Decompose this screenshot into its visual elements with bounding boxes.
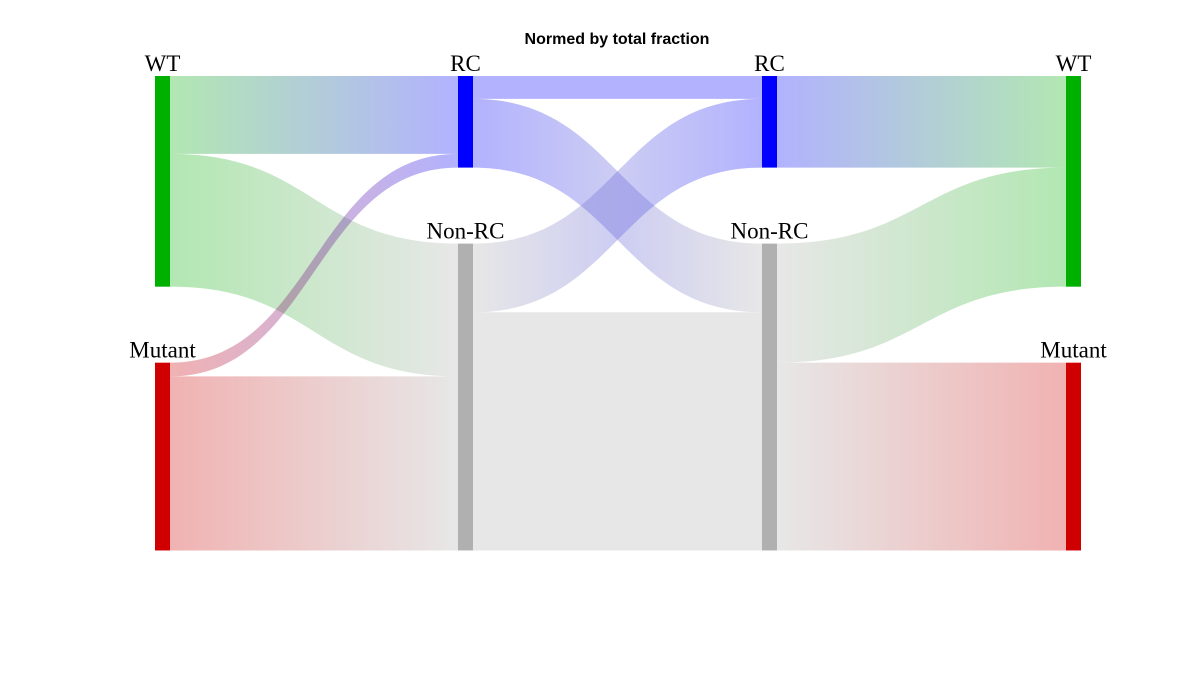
link-wt1-to-rc1 (170, 76, 458, 154)
node-rc1 (458, 76, 473, 168)
node-label-mut2: Mutant (1040, 338, 1107, 363)
link-mut1-to-rc1 (170, 153, 458, 377)
link-mut1-to-nrc1 (170, 376, 458, 551)
node-mut1 (155, 362, 170, 551)
node-label-rc2: RC (754, 51, 785, 76)
node-label-nrc1: Non-RC (427, 219, 505, 244)
link-nrc1-to-rc2 (473, 98, 762, 313)
node-mut2 (1066, 362, 1081, 551)
link-rc2-to-wt2 (777, 76, 1066, 168)
link-rc1-to-rc2 (473, 76, 762, 99)
sankey-labels: WT Mutant RC Non-RC RC Non-RC WT Mutant (129, 51, 1107, 363)
node-nrc1 (458, 243, 473, 551)
node-label-wt2: WT (1056, 51, 1092, 76)
node-label-rc1: RC (450, 51, 481, 76)
chart-title: Normed by total fraction (525, 31, 710, 48)
link-nrc1-to-nrc2 (473, 312, 762, 551)
node-label-wt1: WT (145, 51, 181, 76)
link-nrc2-to-wt2 (777, 167, 1066, 363)
node-wt1 (155, 76, 170, 287)
node-wt2 (1066, 76, 1081, 287)
link-nrc2-to-mut2 (777, 362, 1066, 551)
sankey-nodes (155, 76, 1081, 551)
sankey-links (170, 76, 1066, 551)
node-nrc2 (762, 243, 777, 551)
node-label-mut1: Mutant (129, 338, 196, 363)
node-rc2 (762, 76, 777, 168)
node-label-nrc2: Non-RC (731, 219, 809, 244)
